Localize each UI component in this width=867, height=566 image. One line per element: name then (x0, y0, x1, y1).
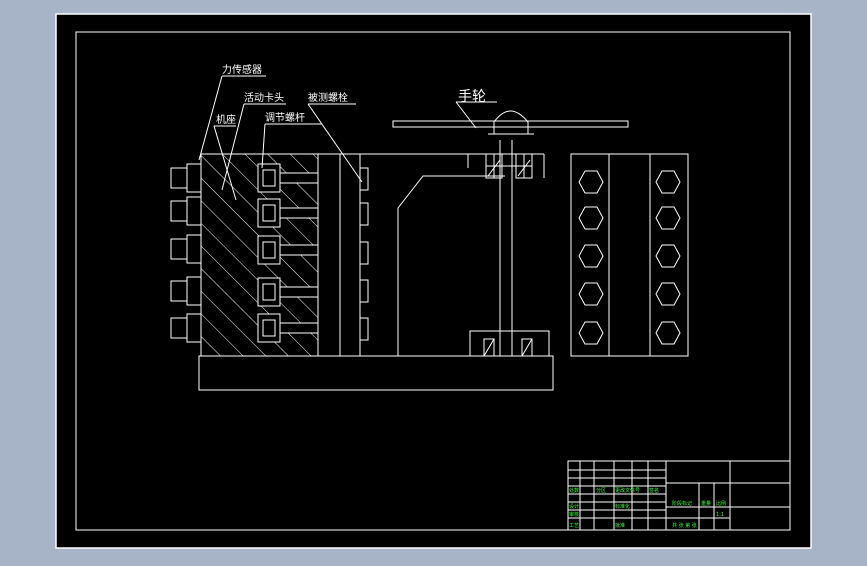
title-block-text: 处数 分区 更改文件号 签名 设计 标准化 阶段标记 重量 比例 审核 工艺 批… (569, 487, 726, 529)
svg-text:分区: 分区 (596, 487, 606, 494)
hex-nuts-left-column (578, 170, 604, 345)
svg-text:阶段标记: 阶段标记 (672, 500, 692, 507)
label-handwheel: 手轮 (458, 89, 486, 105)
hex-nuts-right-column (655, 170, 681, 345)
svg-text:更改文件号: 更改文件号 (615, 487, 640, 494)
svg-text:批准: 批准 (615, 522, 625, 529)
label-adjust-screw: 调节螺杆 (265, 112, 305, 124)
side-view-plate (570, 153, 689, 357)
svg-text:工艺: 工艺 (569, 523, 579, 529)
svg-text:处数: 处数 (569, 487, 579, 494)
drawing-sheet (55, 13, 812, 549)
svg-text:审核: 审核 (569, 511, 579, 518)
fixture-assembly (170, 75, 689, 391)
label-tested-bolt: 被测螺栓 (308, 91, 348, 104)
label-movable-chuck: 活动卡头 (244, 91, 284, 104)
title-block (567, 460, 791, 531)
svg-text:设计: 设计 (569, 503, 579, 510)
drawing-frame (75, 31, 791, 531)
base-plate (198, 355, 554, 391)
svg-text:重量: 重量 (701, 500, 711, 507)
labels: 力传感器 活动卡头 调节螺杆 机座 被测螺栓 手轮 (216, 63, 486, 126)
tested-bolt-heads (359, 167, 369, 341)
force-sensors (170, 163, 202, 343)
svg-text:共 张 第 张: 共 张 第 张 (672, 522, 697, 529)
svg-text:比例: 比例 (716, 500, 726, 507)
movable-chucks (257, 163, 281, 343)
svg-text:签名: 签名 (649, 487, 659, 494)
label-force-sensor: 力传感器 (222, 63, 262, 76)
lower-nut-block (469, 330, 550, 357)
label-base: 机座 (216, 113, 236, 126)
svg-text:1:1: 1:1 (716, 512, 724, 518)
frame-arm (397, 175, 505, 356)
handwheel-bar (392, 120, 629, 128)
svg-text:标准化: 标准化 (615, 503, 630, 510)
handwheel-hub (493, 110, 529, 135)
